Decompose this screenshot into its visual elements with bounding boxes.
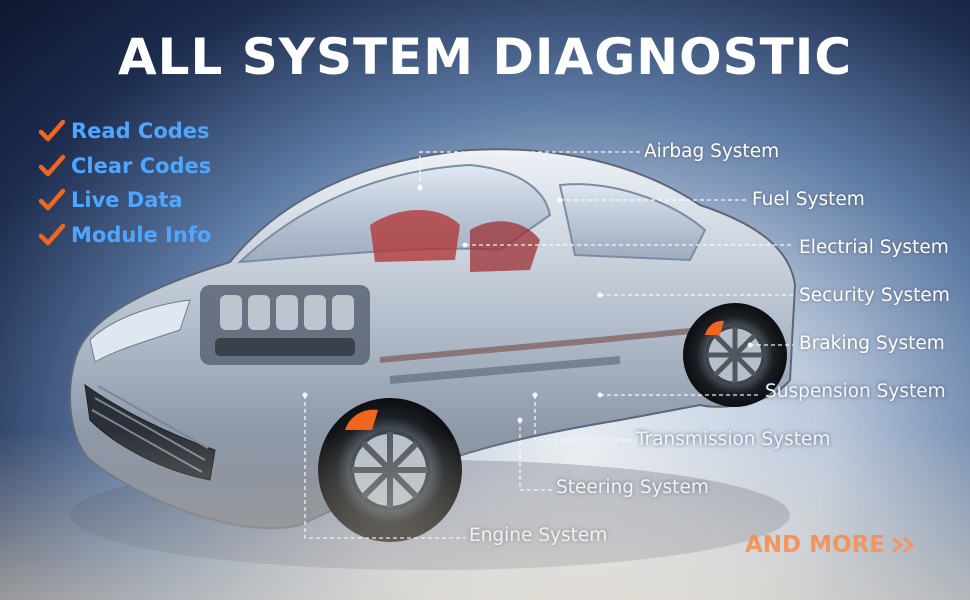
check-icon bbox=[38, 223, 66, 245]
feature-list: Read Codes Clear Codes Live Data Module … bbox=[38, 114, 211, 252]
feature-item: Clear Codes bbox=[38, 149, 211, 184]
system-label-electrical: Electrial System bbox=[799, 237, 949, 258]
feature-label: Read Codes bbox=[71, 119, 210, 144]
system-label-steering: Steering System bbox=[556, 477, 709, 498]
feature-label: Clear Codes bbox=[71, 153, 212, 178]
system-label-transmission: Transmission System bbox=[636, 429, 831, 450]
check-icon bbox=[38, 120, 66, 142]
check-icon bbox=[38, 189, 66, 211]
system-label-airbag: Airbag System bbox=[644, 141, 780, 162]
feature-label: Module Info bbox=[71, 222, 212, 247]
system-label-suspension: Suspension System bbox=[765, 381, 946, 402]
feature-item: Live Data bbox=[38, 183, 211, 218]
check-icon bbox=[38, 154, 66, 176]
system-label-fuel: Fuel System bbox=[752, 189, 865, 210]
system-label-security: Security System bbox=[799, 285, 950, 306]
page-title: ALL SYSTEM DIAGNOSTIC bbox=[117, 28, 853, 86]
system-label-braking: Braking System bbox=[799, 333, 945, 354]
system-label-engine: Engine System bbox=[469, 525, 608, 546]
feature-label: Live Data bbox=[71, 188, 183, 213]
feature-item: Module Info bbox=[38, 218, 211, 253]
double-chevron-icon bbox=[892, 537, 915, 553]
and-more-link[interactable]: AND MORE bbox=[745, 532, 919, 558]
feature-item: Read Codes bbox=[38, 114, 211, 149]
and-more-label: AND MORE bbox=[745, 532, 886, 558]
